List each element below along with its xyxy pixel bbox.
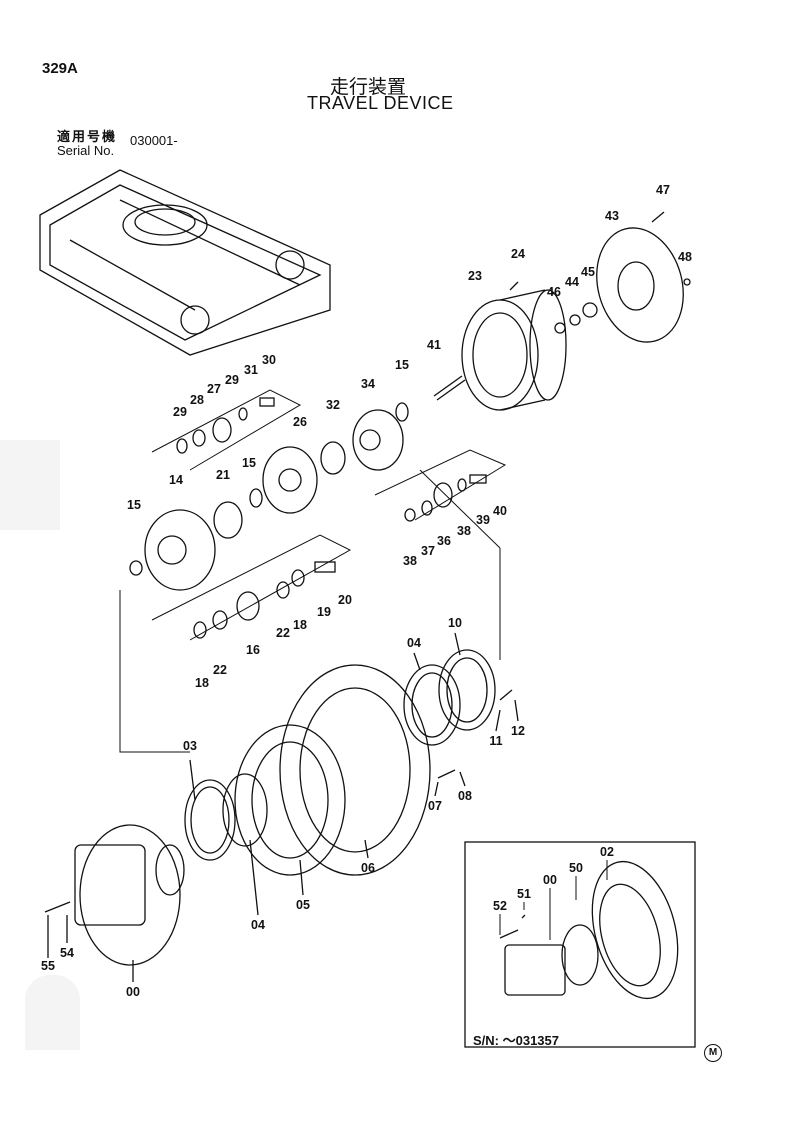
page-title-jp: 走行装置	[330, 77, 407, 98]
part-label: 38	[403, 553, 417, 568]
part-label: 18	[195, 675, 209, 690]
inset-part-label: 00	[543, 872, 557, 887]
sprocket-06	[279, 664, 431, 876]
part-label: 26	[293, 414, 307, 429]
serial-label-jp: 適用号機	[57, 129, 118, 144]
inset-serial-note: S/N: ～031357	[473, 1033, 559, 1048]
gear-21	[213, 501, 243, 539]
corner-mark: M	[704, 1044, 722, 1062]
part-label: 12	[511, 723, 525, 738]
part-label: 31	[244, 362, 258, 377]
part-label: 46	[547, 284, 561, 299]
part-label: 24	[511, 246, 525, 261]
motor-00	[74, 824, 185, 966]
part-label: 23	[468, 268, 482, 283]
part-label: 20	[338, 592, 352, 607]
page-number: 329A	[42, 60, 78, 77]
part-label: 54	[60, 945, 74, 960]
part-label: 18	[293, 617, 307, 632]
part-label: 06	[361, 860, 375, 875]
part-label: 47	[656, 182, 670, 197]
part-label: 39	[476, 512, 490, 527]
part-label: 15	[395, 357, 409, 372]
part-label: 14	[169, 472, 183, 487]
scan-shade	[25, 975, 80, 1050]
part-label: 29	[225, 372, 239, 387]
part-label: 22	[276, 625, 290, 640]
part-label: 15	[127, 497, 141, 512]
part-label: 03	[183, 738, 197, 753]
scan-shade	[0, 440, 60, 530]
ring-gear-23	[461, 289, 567, 411]
part-label: 00	[126, 984, 140, 999]
carrier-14	[144, 509, 216, 591]
part-label: 34	[361, 376, 375, 391]
carrier-34	[352, 409, 404, 471]
part-label: 05	[296, 897, 310, 912]
part-label: 38	[457, 523, 471, 538]
part-label: 55	[41, 958, 55, 973]
part-label: 11	[489, 733, 503, 748]
inset-frame	[464, 841, 696, 1048]
drum-05	[234, 724, 346, 876]
inset-motor	[499, 860, 679, 1000]
part-label: 21	[216, 467, 230, 482]
part-label: 29	[173, 404, 187, 419]
seal-04	[222, 773, 268, 847]
part-label: 48	[678, 249, 692, 264]
inset-part-label: 51	[517, 886, 531, 901]
part-label: 37	[421, 543, 435, 558]
cover-43	[596, 227, 684, 343]
part-label: 40	[493, 503, 507, 518]
inset-part-label: 02	[600, 844, 614, 859]
carrier-26	[262, 446, 318, 514]
part-label: 19	[317, 604, 331, 619]
part-label: 27	[207, 381, 221, 396]
part-label: 43	[605, 208, 619, 223]
bearing-04	[403, 664, 461, 746]
part-label: 36	[437, 533, 451, 548]
serial-value: 030001-	[130, 133, 178, 148]
part-label: 04	[407, 635, 421, 650]
part-label: 30	[262, 352, 276, 367]
part-label: 32	[326, 397, 340, 412]
part-label: 45	[581, 264, 595, 279]
part-label: 22	[213, 662, 227, 677]
part-label: 08	[458, 788, 472, 803]
part-label: 07	[428, 798, 442, 813]
gear-32	[320, 441, 346, 475]
page-title: TRAVEL DEVICE	[307, 93, 454, 113]
undercarriage-illustration	[39, 169, 331, 356]
part-label: 15	[242, 455, 256, 470]
part-label: 10	[448, 615, 462, 630]
nut-10	[438, 649, 496, 731]
part-label: 04	[251, 917, 265, 932]
part-label: 44	[565, 274, 579, 289]
serial-label: Serial No.	[57, 143, 115, 158]
inset-part-label: 50	[569, 860, 583, 875]
part-label: 41	[427, 337, 441, 352]
floating-seal-03	[184, 779, 236, 861]
inset-part-label: 52	[493, 898, 507, 913]
part-label: 16	[246, 642, 260, 657]
part-label: 28	[190, 392, 204, 407]
